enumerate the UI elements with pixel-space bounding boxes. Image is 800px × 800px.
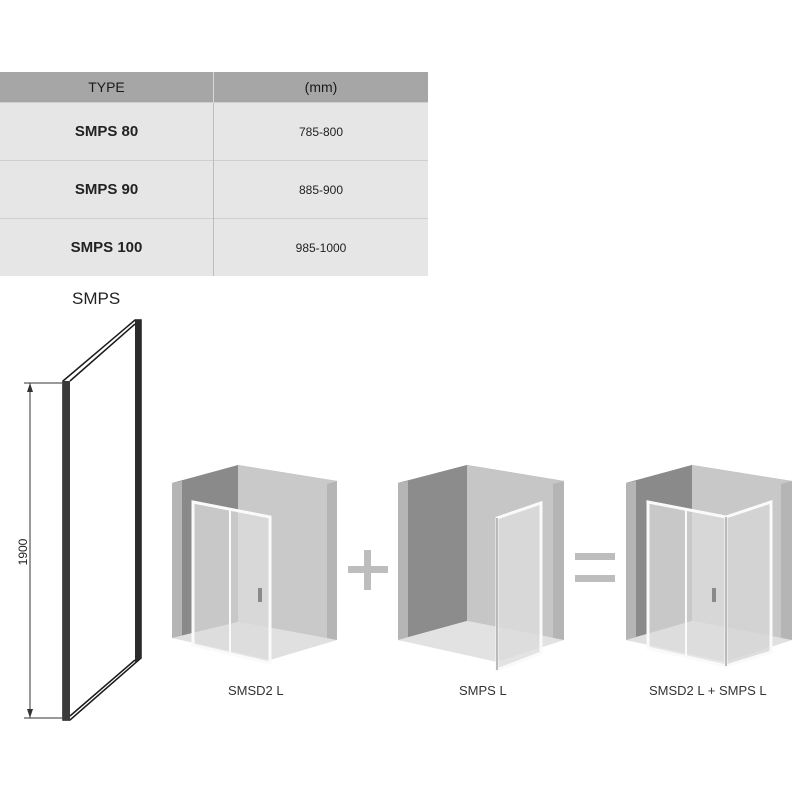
height-dimension-label: 1900 <box>16 538 30 566</box>
header-type: TYPE <box>0 72 214 103</box>
label-smps-l: SMPS L <box>459 683 507 698</box>
label-smsd2-l: SMSD2 L <box>228 683 284 698</box>
label-combined: SMSD2 L + SMPS L <box>649 683 767 698</box>
table-header-row: TYPE (mm) <box>0 72 428 103</box>
shower-smsd2-l <box>172 465 337 665</box>
cell-type: SMPS 90 <box>0 160 214 219</box>
table-row: SMPS 90 885-900 <box>0 160 428 219</box>
plus-sign <box>348 550 388 590</box>
cell-size: 785-800 <box>213 102 428 161</box>
cell-size: 985-1000 <box>213 218 428 276</box>
cell-type: SMPS 100 <box>0 218 214 276</box>
header-size: (mm) <box>213 72 428 103</box>
table-row: SMPS 80 785-800 <box>0 102 428 161</box>
dimension-line <box>24 382 62 719</box>
table-row: SMPS 100 985-1000 <box>0 218 428 276</box>
panel-title: SMPS <box>72 289 121 308</box>
shower-smps-l <box>398 465 564 673</box>
cell-size: 885-900 <box>213 160 428 219</box>
panel-drawing <box>62 319 142 721</box>
cell-type: SMPS 80 <box>0 102 214 161</box>
shower-combined <box>626 465 792 669</box>
spec-table: TYPE (mm) SMPS 80 785-800 SMPS 90 885-90… <box>0 72 428 276</box>
equals-sign <box>575 553 615 582</box>
